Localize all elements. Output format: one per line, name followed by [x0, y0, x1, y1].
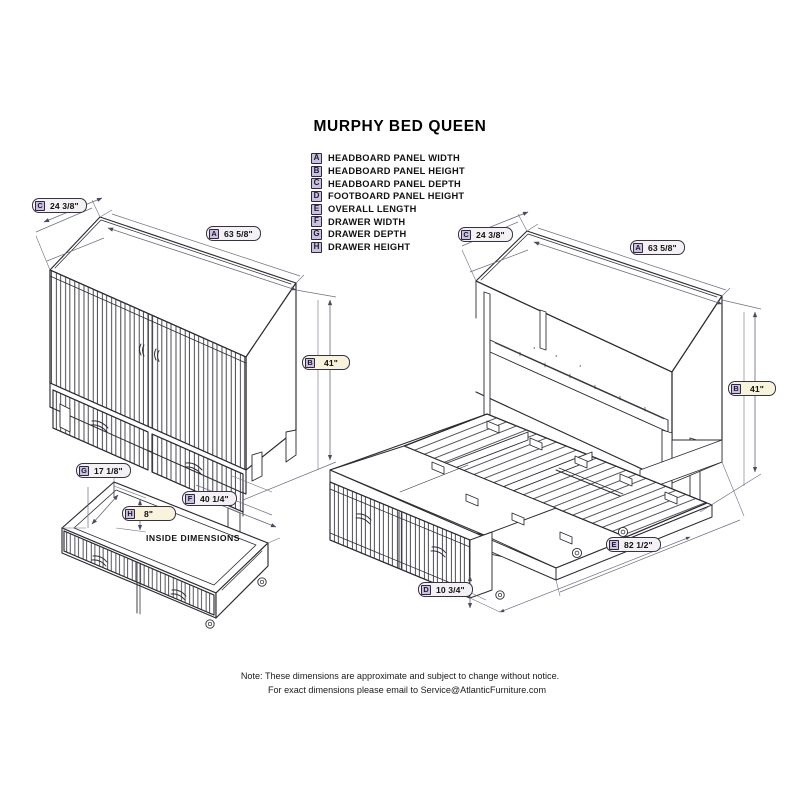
callout-badge-g: G — [79, 465, 89, 476]
legend-badge-d: D — [311, 190, 322, 202]
legend-badge-e: E — [311, 203, 322, 215]
callout-value-drawer-depth: 17 1/8" — [94, 465, 123, 476]
legend-item-d: D FOOTBOARD PANEL HEIGHT — [311, 190, 465, 203]
callout-closed-width: A 63 5/8" — [206, 226, 261, 241]
callout-drawer-width: F 40 1/4" — [182, 491, 237, 506]
footer-line-1: Note: These dimensions are approximate a… — [240, 671, 560, 681]
callout-value-closed-depth: 24 3/8" — [50, 200, 79, 211]
drawer-illustration — [61, 481, 269, 629]
open-bed-illustration — [329, 230, 723, 600]
footer-line-2: For exact dimensions please email to Ser… — [267, 685, 547, 695]
legend-label-g: DRAWER DEPTH — [328, 229, 407, 240]
callout-closed-depth: C 24 3/8" — [32, 198, 87, 213]
callout-badge-d: D — [421, 584, 431, 595]
callout-badge-c-open: C — [461, 229, 471, 240]
callout-badge-f: F — [185, 493, 195, 504]
legend-badge-c: C — [311, 178, 322, 190]
callout-open-height: B 41" — [728, 381, 776, 396]
callout-value-drawer-height: 8" — [144, 508, 154, 519]
callout-badge-e: E — [609, 539, 619, 550]
legend-label-a: HEADBOARD PANEL WIDTH — [328, 153, 460, 164]
inside-dimensions-label: INSIDE DIMENSIONS — [146, 533, 240, 543]
callout-badge-a-open: A — [633, 242, 643, 253]
legend-label-c: HEADBOARD PANEL DEPTH — [328, 178, 462, 189]
callout-overall-length: E 82 1/2" — [606, 537, 661, 552]
legend-label-f: DRAWER WIDTH — [328, 216, 406, 227]
callout-drawer-depth: G 17 1/8" — [76, 463, 131, 478]
callout-value-open-depth: 24 3/8" — [476, 229, 505, 240]
footer-note: Note: These dimensions are approximate a… — [0, 669, 800, 697]
callout-footboard-height: D 10 3/4" — [418, 582, 473, 597]
legend-item-c: C HEADBOARD PANEL DEPTH — [311, 177, 465, 190]
legend-item-b: B HEADBOARD PANEL HEIGHT — [311, 165, 465, 178]
legend-item-e: E OVERALL LENGTH — [311, 203, 465, 216]
legend-badge-g: G — [311, 228, 322, 240]
legend-badge-f: F — [311, 216, 322, 228]
legend-item-g: G DRAWER DEPTH — [311, 228, 465, 241]
callout-open-width: A 63 5/8" — [630, 240, 685, 255]
legend-badge-b: B — [311, 165, 322, 177]
legend-label-b: HEADBOARD PANEL HEIGHT — [328, 166, 465, 177]
legend-label-h: DRAWER HEIGHT — [328, 242, 411, 253]
callout-badge-a: A — [209, 228, 219, 239]
legend-item-a: A HEADBOARD PANEL WIDTH — [311, 152, 465, 165]
callout-badge-b-open: B — [731, 383, 741, 394]
closed-cabinet-illustration — [49, 216, 297, 537]
callout-drawer-height: H 8" — [122, 506, 176, 521]
legend-badge-h: H — [311, 241, 322, 253]
callout-value-closed-width: 63 5/8" — [224, 228, 253, 239]
callout-badge-c: C — [35, 200, 45, 211]
callout-open-depth: C 24 3/8" — [458, 227, 513, 242]
dimension-legend: A HEADBOARD PANEL WIDTH B HEADBOARD PANE… — [311, 152, 465, 254]
callout-value-drawer-width: 40 1/4" — [200, 493, 229, 504]
legend-item-f: F DRAWER WIDTH — [311, 215, 465, 228]
callout-closed-height: B 41" — [302, 355, 350, 370]
legend-badge-a: A — [311, 152, 322, 164]
callout-badge-b: B — [305, 357, 315, 368]
callout-value-footboard-height: 10 3/4" — [436, 584, 465, 595]
callout-value-open-width: 63 5/8" — [648, 242, 677, 253]
legend-label-e: OVERALL LENGTH — [328, 204, 417, 215]
callout-value-overall-length: 82 1/2" — [624, 539, 653, 550]
callout-value-closed-height: 41" — [324, 357, 338, 368]
callout-badge-h: H — [125, 508, 135, 519]
legend-item-h: H DRAWER HEIGHT — [311, 241, 465, 254]
page-title: MURPHY BED QUEEN — [313, 118, 487, 135]
callout-value-open-height: 41" — [750, 383, 764, 394]
legend-label-d: FOOTBOARD PANEL HEIGHT — [328, 191, 465, 202]
